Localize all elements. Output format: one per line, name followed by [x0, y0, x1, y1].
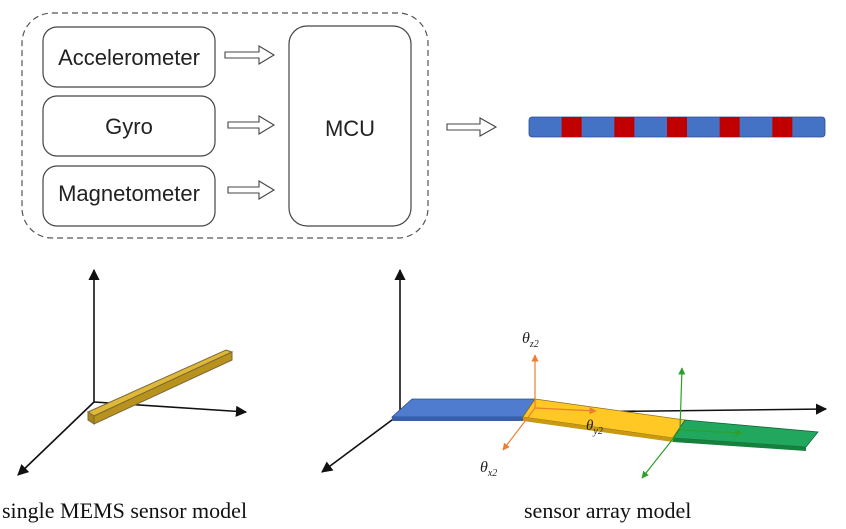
accelerometer-label: Accelerometer — [58, 45, 200, 70]
magnetometer-to-mcu-arrow — [227, 180, 276, 200]
theta-y2-axis — [534, 407, 597, 415]
segment-2-local-axes — [502, 354, 597, 451]
accelerometer-block: Accelerometer — [42, 26, 216, 88]
single-sensor-axes — [17, 268, 248, 476]
strip-sensor-node-4 — [719, 117, 740, 137]
single-x-axis — [17, 401, 95, 476]
single-sensor-plate — [86, 349, 234, 425]
single-model-caption: single MEMS sensor model — [2, 498, 247, 523]
segment-3-x-axis — [641, 429, 681, 479]
strip-sensor-node-5 — [772, 117, 793, 137]
array-segment-2 — [522, 398, 686, 442]
strip-sensor-node-2 — [614, 117, 635, 137]
strip-sensor-node-3 — [667, 117, 687, 137]
theta-y2-label: θy2 — [586, 418, 603, 437]
segment-3-z-axis — [678, 367, 686, 431]
sensor-module-boundary — [21, 12, 429, 239]
segment-3-y-axis — [679, 429, 743, 437]
mcu-to-array-arrow — [446, 117, 498, 137]
mcu-label: MCU — [325, 116, 375, 141]
magnetometer-block: Magnetometer — [42, 165, 216, 227]
theta-x2-axis — [502, 407, 536, 451]
array-model-caption: sensor array model — [524, 498, 691, 523]
array-segment-3 — [672, 419, 819, 451]
theta-x2-label: θx2 — [480, 459, 497, 479]
gyro-block: Gyro — [42, 95, 216, 157]
magnetometer-label: Magnetometer — [58, 181, 200, 206]
mcu-block: MCU — [288, 25, 412, 227]
sensor-array-strip — [528, 116, 826, 138]
strip-sensor-node-1 — [561, 117, 582, 137]
array-x-axis — [321, 413, 401, 473]
segment-3-local-axes — [641, 367, 743, 479]
array-segment-1 — [390, 398, 536, 421]
theta-z2-label: θz2 — [522, 330, 539, 350]
accelerometer-to-mcu-arrow — [224, 45, 276, 65]
gyro-label: Gyro — [105, 114, 153, 139]
gyro-to-mcu-arrow — [227, 115, 276, 135]
